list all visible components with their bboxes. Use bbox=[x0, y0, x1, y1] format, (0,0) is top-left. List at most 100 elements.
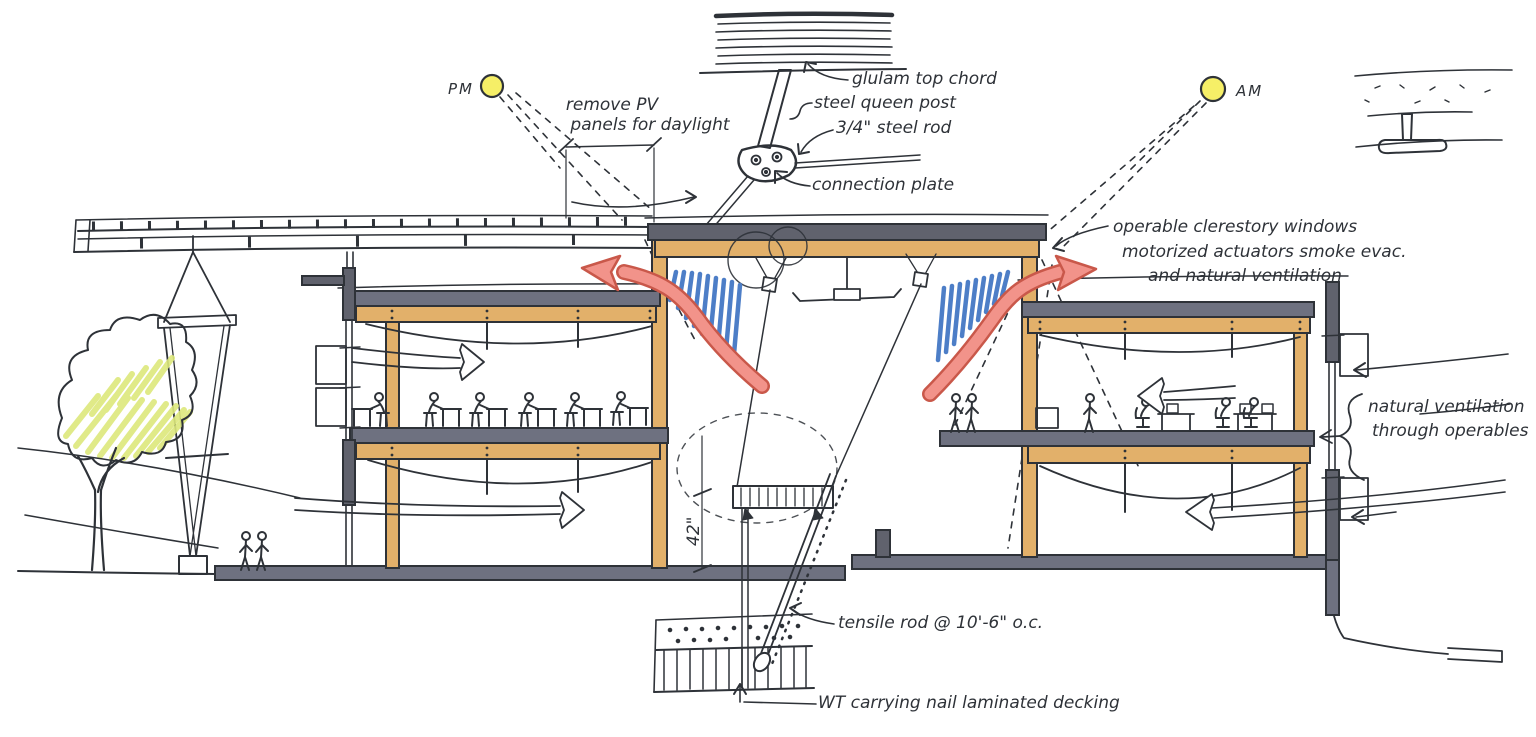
roof-slab bbox=[1021, 301, 1315, 318]
hanging-light-fixture bbox=[792, 256, 902, 302]
desks bbox=[1035, 403, 1277, 432]
queen-post-detail bbox=[699, 11, 921, 237]
rod-end-fitting bbox=[752, 651, 772, 673]
operable-window-frame bbox=[315, 387, 347, 427]
wt-flange bbox=[1377, 138, 1448, 155]
airflow-arrowhead bbox=[1185, 493, 1215, 531]
floor-glulam-beam bbox=[1027, 445, 1311, 464]
airflow-arrowhead-left bbox=[580, 254, 622, 292]
support-mast bbox=[157, 235, 237, 575]
right-wing-occupants bbox=[949, 393, 1277, 433]
annotation-steel-queen-post: steel queen post bbox=[814, 93, 957, 113]
annotation-remove-pv-line2: panels for daylight bbox=[569, 115, 730, 135]
ground-line-right bbox=[1333, 615, 1503, 663]
annotation-clerestory-line1: operable clerestory windows bbox=[1113, 217, 1357, 237]
person bbox=[610, 391, 649, 426]
right-facade-wall bbox=[1321, 281, 1369, 616]
beam-bolts bbox=[1038, 320, 1302, 460]
suspended-deck-detail bbox=[653, 412, 848, 693]
pv-panel-posts bbox=[91, 216, 649, 231]
outside-figures bbox=[239, 531, 269, 571]
annotation-natural-ventilation-line2: through operables bbox=[1372, 421, 1529, 441]
building-section bbox=[17, 213, 1511, 693]
annotation-tensile-rod: tensile rod @ 10'-6" o.c. bbox=[838, 613, 1043, 633]
ground-slab-right bbox=[851, 554, 1329, 570]
tree-trunk bbox=[76, 446, 126, 572]
annotation-texts: remove PV panels for daylight glulam top… bbox=[566, 69, 1529, 713]
left-facade-wall bbox=[301, 267, 361, 567]
annotation-natural-ventilation-line1: natural ventilation bbox=[1368, 397, 1525, 417]
canopy-beam-marks bbox=[139, 233, 641, 249]
airflow-red-band bbox=[924, 266, 1066, 400]
floor-slab bbox=[349, 427, 669, 444]
person bbox=[423, 392, 462, 427]
person bbox=[239, 531, 253, 571]
nailing-dots bbox=[667, 623, 801, 644]
detail-callout-dashed bbox=[676, 412, 838, 524]
person bbox=[1083, 393, 1097, 433]
airflow-arrowhead bbox=[459, 343, 485, 381]
glulam-section bbox=[699, 11, 907, 74]
center-bay-fittings bbox=[727, 226, 937, 488]
floor-slab bbox=[939, 430, 1315, 447]
annotation-leaders bbox=[733, 61, 1365, 705]
decking-texture-dots bbox=[1364, 84, 1491, 104]
roof-glulam-beam bbox=[1027, 316, 1311, 334]
clerestory-left bbox=[580, 254, 770, 394]
roof-glulam-beam bbox=[355, 305, 657, 323]
pv-removal-dimension bbox=[558, 137, 697, 223]
airflow-arrowhead bbox=[559, 491, 585, 529]
am-sun-label: AM bbox=[1235, 82, 1263, 100]
airflow-arrows-white bbox=[17, 343, 1511, 549]
steel-queen-post-member bbox=[757, 69, 792, 149]
person bbox=[351, 392, 390, 427]
annotation-dimension-42: 42" bbox=[684, 517, 704, 546]
glazing-hatch-blue bbox=[935, 269, 1011, 363]
person bbox=[518, 392, 557, 427]
tree bbox=[57, 313, 198, 572]
annotation-connection-plate: connection plate bbox=[812, 175, 954, 195]
left-wing bbox=[301, 267, 669, 567]
plate-bolts bbox=[750, 151, 783, 177]
tree-canopy-outline bbox=[57, 313, 198, 467]
am-sun: AM bbox=[1199, 75, 1263, 103]
annotation-steel-rod: 3/4" steel rod bbox=[836, 118, 952, 138]
lower-deck bbox=[653, 613, 815, 693]
annotation-clerestory-line3: and natural ventilation bbox=[1148, 266, 1342, 286]
monitor bbox=[1239, 403, 1252, 414]
underslung-rod-truss bbox=[1039, 334, 1301, 353]
connection-plate-detail bbox=[737, 144, 798, 183]
pm-sun: PM bbox=[448, 73, 505, 99]
operable-window-frame bbox=[315, 345, 347, 385]
tree-foliage-hatch bbox=[63, 355, 193, 461]
underslung-rod-truss bbox=[365, 323, 653, 345]
roof-slab bbox=[349, 290, 661, 307]
annotation-glulam-top-chord: glulam top chord bbox=[852, 69, 997, 89]
detail-callout-circle bbox=[727, 231, 785, 289]
person bbox=[469, 392, 508, 427]
monitor bbox=[1166, 403, 1179, 414]
airflow-arrowhead-right bbox=[1054, 254, 1098, 292]
wt-stem bbox=[1401, 113, 1413, 141]
center-bay-roof bbox=[644, 213, 1049, 258]
underslung-rod-truss bbox=[1039, 465, 1301, 500]
annotation-wt-decking: WT carrying nail laminated decking bbox=[818, 693, 1120, 713]
ground-slab-left bbox=[214, 565, 846, 581]
pm-sun-icon bbox=[479, 73, 505, 99]
monitor bbox=[1261, 403, 1274, 414]
person bbox=[1214, 397, 1231, 428]
foundation bbox=[1325, 559, 1340, 616]
pv-canopy bbox=[73, 214, 656, 269]
am-sun-icon bbox=[1199, 75, 1227, 103]
wt-decking-detail bbox=[1354, 69, 1513, 155]
person bbox=[255, 531, 269, 571]
detail-callout-circle bbox=[768, 226, 808, 266]
person bbox=[564, 392, 603, 427]
airflow-arrowhead bbox=[1137, 377, 1165, 415]
pm-sun-label: PM bbox=[448, 80, 474, 98]
deck-posts bbox=[741, 507, 749, 689]
airflow-red-band bbox=[618, 266, 768, 392]
underslung-rod-truss bbox=[367, 459, 653, 485]
